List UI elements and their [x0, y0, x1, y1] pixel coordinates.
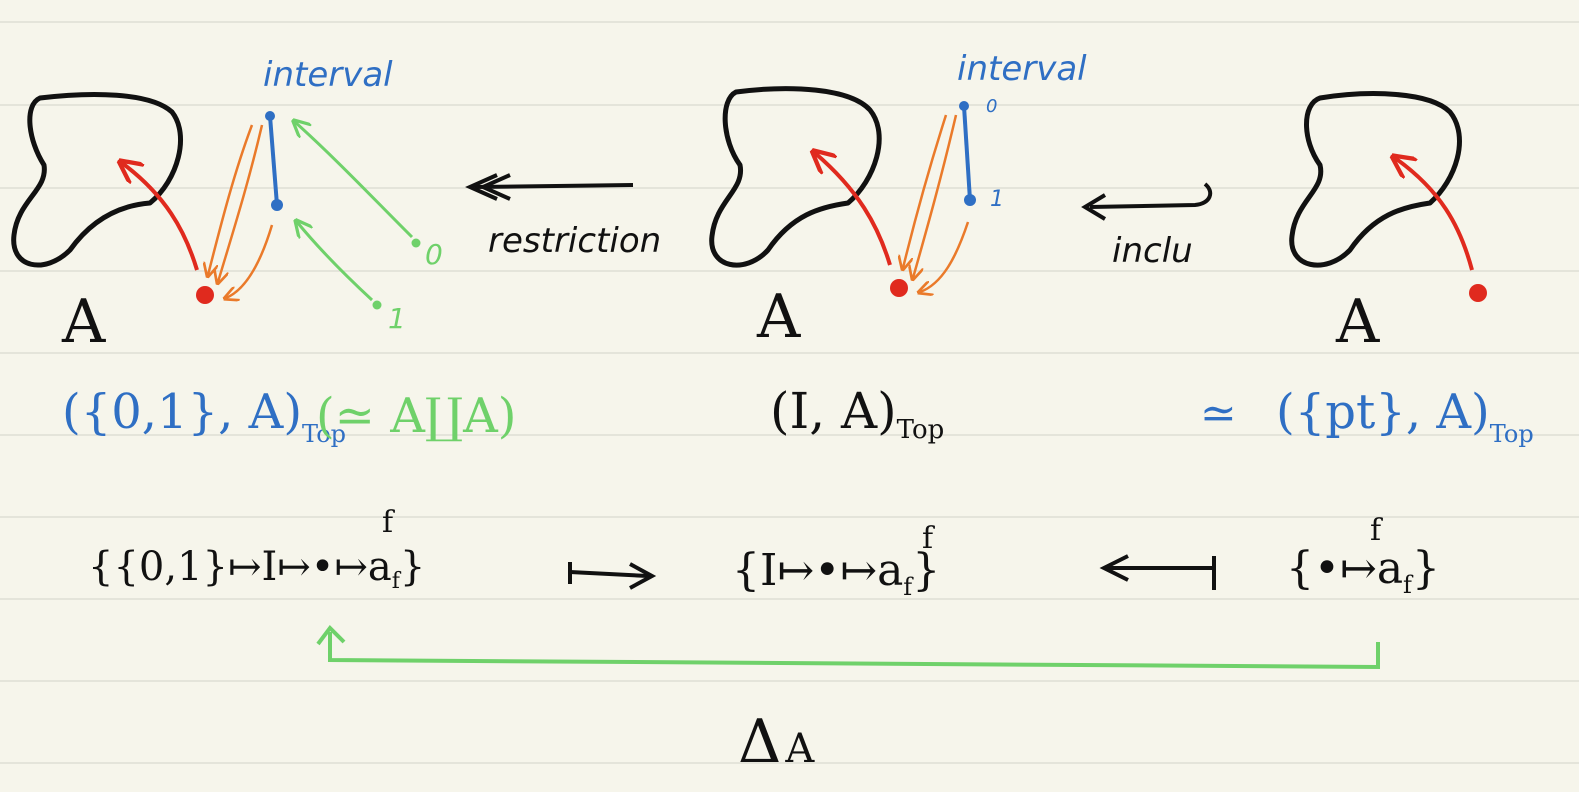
interval-endpoint-top-middle [959, 101, 969, 111]
green-endpoint-0-label: 0 [425, 238, 443, 271]
hom-row: ({0,1}, A)Top (≃ A∐A) (I, A)Top ≃ ({pt},… [62, 382, 1534, 448]
space-blob-middle [709, 86, 882, 268]
point-dot-middle [890, 279, 908, 297]
map-left: {{0,1}↦I↦•↦af} [88, 544, 425, 594]
hom-left: ({0,1}, A)Top [62, 384, 346, 448]
orange-arrow-middle-3 [920, 221, 970, 292]
hom-right: ({pt}, A)Top [1276, 384, 1534, 448]
space-blob-left [11, 92, 183, 268]
inclusion-label: inclu [1112, 231, 1193, 271]
map-left-f: f [382, 505, 395, 540]
map-arrow-right-to-middle [1099, 554, 1216, 590]
hom-middle: (I, A)Top [770, 382, 944, 445]
restriction-label: restriction [488, 221, 661, 261]
space-label-right: A [1335, 287, 1380, 357]
interval-label-left: interval [263, 55, 393, 95]
orange-arrow-left-3 [226, 224, 274, 298]
map-arrow-left-to-middle [568, 562, 657, 590]
interval-endpoint-0-label: 0 [986, 96, 997, 117]
ruled-lines [0, 21, 1579, 764]
interval-endpoint-bottom-left [271, 199, 283, 211]
restriction-arrow: restriction [465, 173, 661, 261]
interval-endpoint-1-label: 1 [990, 187, 1004, 212]
point-dot-left [196, 286, 214, 304]
hom-right-iso: ≃ [1200, 388, 1237, 439]
inclusion-arrow: inclu [1081, 182, 1213, 271]
left-panel: A interval 0 1 [11, 55, 443, 357]
point-dot-right [1469, 284, 1487, 302]
red-arrow-left [122, 163, 199, 271]
red-arrow-middle [815, 153, 892, 266]
map-right-f: f [1370, 513, 1383, 548]
interval-segment-left [268, 115, 279, 206]
interval-label-middle: interval [957, 49, 1087, 89]
interval-segment-middle [962, 105, 972, 201]
middle-panel: A interval 0 1 [709, 49, 1087, 352]
space-label-left: A [61, 287, 106, 357]
space-blob-right [1289, 91, 1462, 268]
orange-arrow-left-2 [218, 124, 264, 282]
map-right: {•↦af} [1286, 543, 1440, 599]
hom-left-iso: (≃ A∐A) [316, 388, 516, 444]
map-middle: {I↦•↦af} [732, 545, 940, 601]
green-arrow-0-left [295, 122, 414, 239]
green-point-0-left [411, 238, 421, 248]
orange-arrow-middle-1 [903, 114, 948, 268]
red-arrow-right [1395, 158, 1474, 271]
orange-arrow-left-1 [208, 124, 254, 275]
green-endpoint-1-label: 1 [388, 302, 406, 335]
map-middle-f: f [922, 521, 935, 556]
map-row: f {{0,1}↦I↦•↦af} f {I↦•↦af} f {•↦af} [88, 505, 1440, 601]
right-panel: A [1289, 91, 1487, 357]
diagonal-arrow [316, 624, 1380, 670]
green-arrow-1-left [297, 222, 374, 302]
orange-arrow-middle-2 [913, 114, 958, 278]
interval-endpoint-top-left [265, 111, 275, 121]
green-point-1-left [372, 300, 382, 310]
space-label-middle: A [756, 282, 801, 352]
interval-endpoint-bottom-middle [964, 194, 976, 206]
